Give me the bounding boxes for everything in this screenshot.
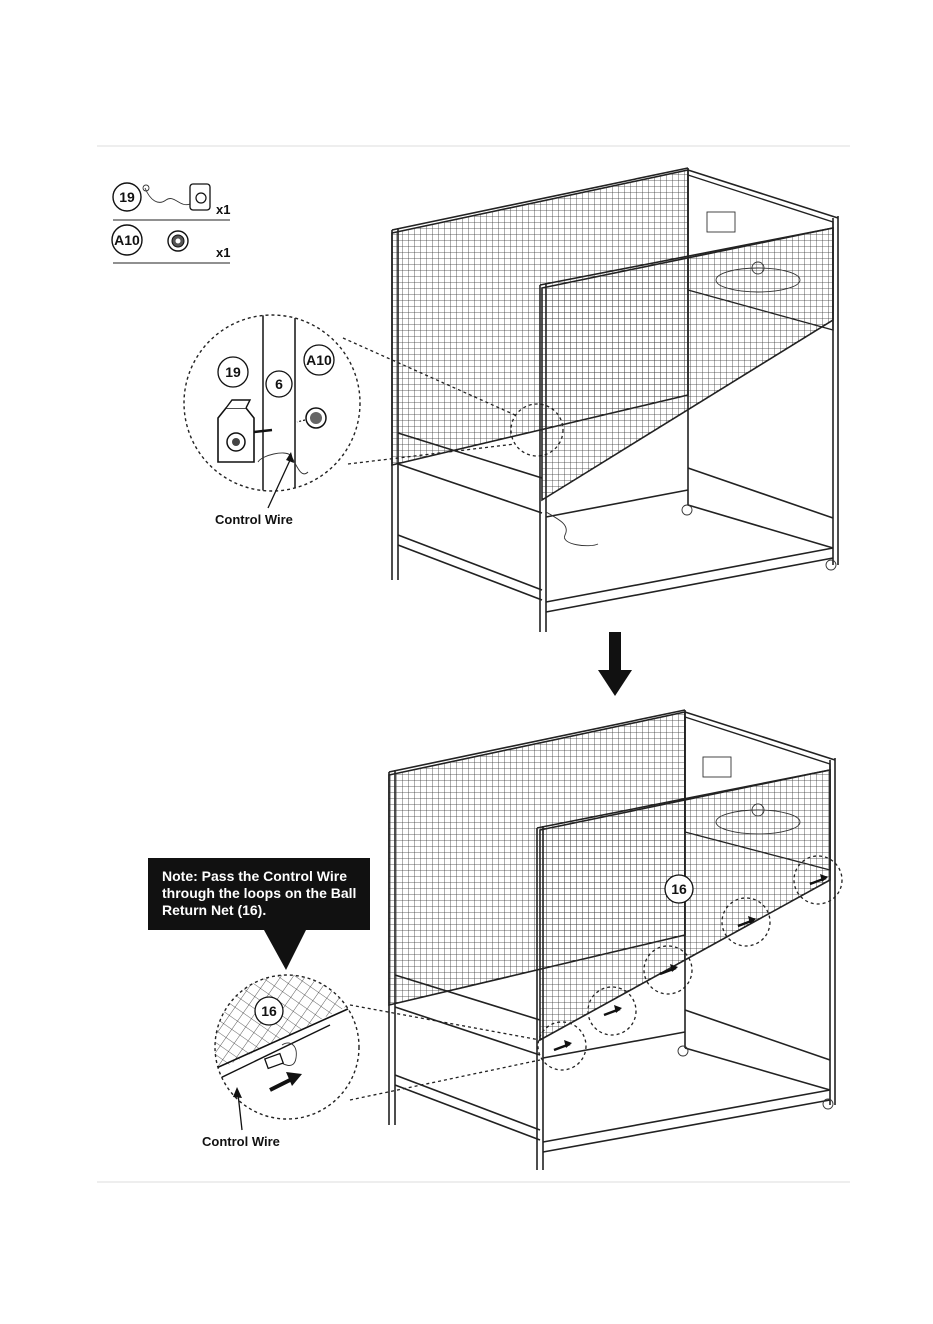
parts-list: 19 x1 A10 x1: [112, 183, 230, 263]
side-handle: [707, 212, 735, 232]
note-line-3: Return Net (16).: [162, 902, 266, 918]
control-wire-label: Control Wire: [215, 512, 293, 527]
part-id: 19: [119, 189, 135, 205]
part-row-A10: A10 x1: [112, 225, 230, 263]
part-row-19: 19 x1: [113, 183, 230, 220]
detail-badge-16: 16: [261, 1003, 277, 1019]
clip-with-wire-icon: [143, 184, 210, 210]
loose-control-wire: [546, 512, 598, 546]
note-line-1: Note: Pass the Control Wire: [162, 868, 347, 884]
note-callout: Note: Pass the Control Wire through the …: [148, 858, 370, 970]
detail-badge-6: 6: [275, 376, 283, 392]
note-line-2: through the loops on the Ball: [162, 885, 356, 901]
side-handle: [703, 757, 731, 777]
detail-view-step-1: 19 6 A10 Control Wire: [184, 310, 360, 527]
cage-step-2: 16: [389, 710, 842, 1170]
detail-badge-19: 19: [225, 364, 241, 380]
control-wire-label-2: Control Wire: [202, 1134, 280, 1149]
part-qty: x1: [216, 245, 230, 260]
detail-view-step-2: 16 Control Wire: [202, 970, 359, 1149]
knob-icon: [168, 231, 188, 251]
detail-badge-A10: A10: [306, 352, 332, 368]
part-id: A10: [114, 232, 140, 248]
down-arrow-icon: [598, 632, 632, 696]
part-qty: x1: [216, 202, 230, 217]
cage-step-1: [392, 168, 838, 632]
net-badge-16: 16: [671, 881, 687, 897]
